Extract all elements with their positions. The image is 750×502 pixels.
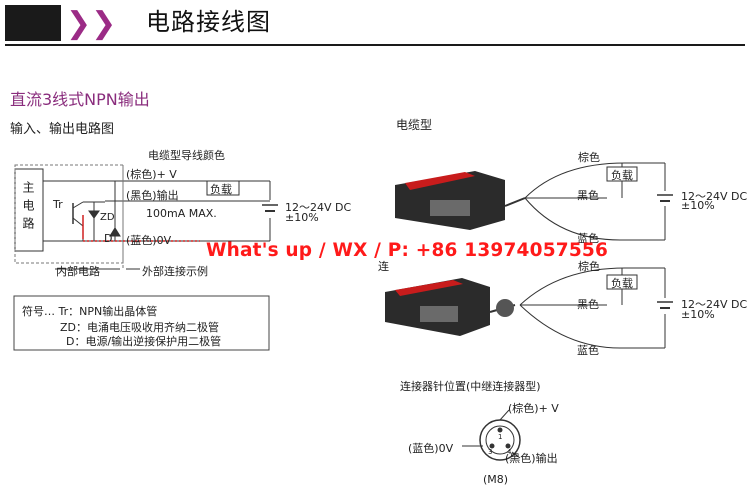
header-block: [5, 5, 61, 41]
voltage-label: 12～24V DC: [285, 201, 352, 214]
contact-overlay-text: What's up / WX / P: +86 13974057556: [206, 240, 609, 261]
legend-line-d: D：电源/输出逆接保护用二极管: [66, 335, 222, 348]
wire-black-label: (黑色)输出: [126, 189, 179, 202]
sensor-2-drawing: [385, 267, 673, 349]
current-label: 100mA MAX.: [146, 207, 217, 220]
main-circuit-label: 主电路: [21, 181, 35, 235]
section-title: 直流3线式NPN输出: [10, 90, 150, 109]
sensor1-load-label: 负载: [611, 169, 633, 182]
sensor1-black-label: 黑色: [577, 189, 599, 202]
sensor2-blue-label: 蓝色: [577, 344, 599, 357]
sensor2-partial-label: 连: [378, 260, 389, 273]
internal-circuit-outline: [14, 164, 124, 264]
legend-line-tr: 符号… Tr：NPN输出晶体管: [22, 305, 158, 318]
zd-label: ZD: [100, 212, 115, 223]
connector-pin-blue: (蓝色)0V: [408, 442, 454, 455]
sensor2-tolerance-label: ±10%: [681, 308, 715, 321]
sensor1-brown-label: 棕色: [578, 151, 600, 164]
wire-brown-label: (棕色)+ V: [126, 168, 177, 181]
sensor2-voltage-label: 12～24V DC: [681, 298, 748, 311]
diode-symbol: [109, 227, 121, 237]
connector-pin-brown: (棕色)+ V: [508, 402, 559, 415]
connector-pin-black: (黑色)输出: [505, 452, 558, 465]
sensor1-voltage-label: 12～24V DC: [681, 190, 748, 203]
transistor-emitter: [72, 217, 84, 227]
sensor2-load-label: 负载: [611, 277, 633, 290]
transistor-collector: [72, 201, 84, 209]
legend-box: [13, 295, 270, 351]
d-label: D: [104, 232, 113, 245]
load-label: 负载: [210, 183, 232, 196]
page-title: 电路接线图: [146, 8, 271, 36]
connector-size-label: (M8): [483, 473, 509, 486]
load-box: [206, 180, 240, 196]
sensor2-black-label: 黑色: [577, 298, 599, 311]
header-divider: [5, 44, 745, 46]
legend-line-zd: ZD：电涌电压吸收用齐纳二极管: [60, 321, 220, 334]
chevron-right-icon: ❯❯: [66, 6, 117, 41]
sensor2-brown-label: 棕色: [578, 260, 600, 273]
wire-color-header: 电缆型导线颜色: [148, 149, 225, 162]
zener-symbol: [88, 210, 100, 219]
cable-type-label: 电缆型: [396, 118, 433, 132]
sensor1-tolerance-label: ±10%: [681, 199, 715, 212]
pin-number-4: 4: [507, 448, 512, 456]
io-circuit-subtitle: 输入、输出电路图: [10, 122, 115, 137]
pin-number-3: 3: [488, 448, 493, 456]
connector-title: 连接器针位置(中继连接器型): [400, 380, 541, 393]
sensor-1-drawing: [395, 162, 673, 241]
internal-circuit-label: 内部电路: [56, 265, 100, 278]
connector-pin-diagram: [462, 409, 521, 461]
wire-blue-label: (蓝色)0V: [126, 234, 172, 247]
pin-number-1: 1: [498, 433, 503, 441]
sensor1-blue-label: 蓝色: [577, 232, 599, 245]
tr-label: Tr: [53, 198, 63, 211]
external-connection-label: 外部连接示例: [142, 265, 208, 278]
tolerance-label: ±10%: [285, 211, 319, 224]
